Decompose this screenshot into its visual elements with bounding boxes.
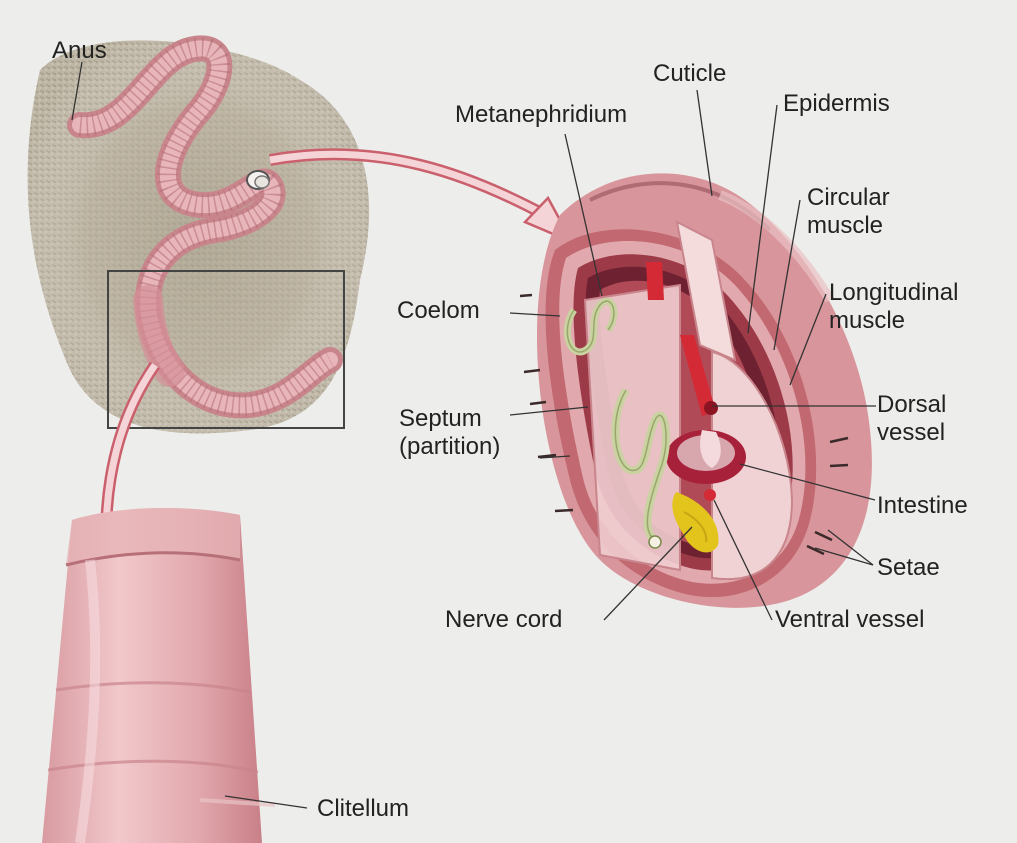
label-dorsal-vessel: Dorsal vessel	[877, 391, 946, 447]
label-circular-muscle: Circular muscle	[807, 184, 890, 240]
label-clitellum: Clitellum	[317, 795, 409, 823]
label-ventral-vessel: Ventral vessel	[775, 606, 924, 634]
label-septum: Septum (partition)	[399, 405, 500, 461]
label-intestine: Intestine	[877, 492, 968, 520]
label-longitudinal-muscle: Longitudinal muscle	[829, 279, 958, 335]
label-metanephridium: Metanephridium	[455, 101, 627, 129]
clitellum-segment	[42, 508, 275, 843]
label-epidermis: Epidermis	[783, 90, 890, 118]
label-setae: Setae	[877, 554, 940, 582]
label-nerve-cord: Nerve cord	[445, 606, 562, 634]
label-coelom: Coelom	[397, 297, 480, 325]
label-anus: Anus	[52, 37, 107, 65]
label-cuticle: Cuticle	[653, 60, 726, 88]
